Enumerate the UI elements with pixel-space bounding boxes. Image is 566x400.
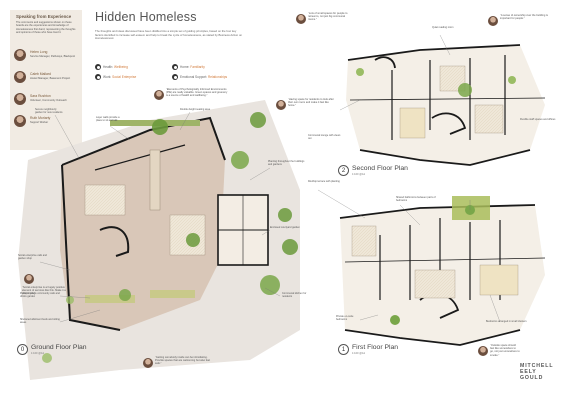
avatar [24, 274, 34, 284]
plan-number-badge: 1 [338, 344, 349, 355]
briefcase-icon [95, 74, 101, 80]
plan-title: First Floor Plan [352, 344, 399, 351]
theme-key: Emotional Support: [180, 75, 208, 79]
experience-description: The comments and suggestions shown on th… [16, 21, 76, 34]
quote: “Outside space should feel like somewher… [490, 344, 520, 357]
second-floor-plan [346, 44, 546, 166]
person-name: Ruth Moriarty [30, 116, 51, 120]
theme-health: Health: Wellbeing [95, 64, 128, 70]
avatar [14, 49, 26, 61]
theme-value: Familiarity [190, 65, 205, 69]
plan-scale: 1:100 @A1 [352, 352, 366, 355]
annotation: Enclosed courtyard garden [270, 226, 300, 229]
avatar [143, 358, 153, 368]
quote: “Elements of Psychologically Informed En… [166, 88, 228, 98]
quote: “Lots of small spaces for people to retr… [308, 12, 348, 22]
person-role: Support Worker [30, 120, 49, 124]
plan-number-badge: 2 [338, 165, 349, 176]
theme-key: Work: [103, 75, 112, 79]
person-role: Volunteer, Community Outreach [30, 98, 67, 102]
experience-panel: Speaking from Experience The comments an… [10, 10, 82, 150]
person-name: Sara Rushton [30, 94, 51, 98]
plan-scale: 1:100 @A1 [352, 173, 366, 176]
person-card: Sara Rushton Volunteer, Community Outrea… [14, 92, 80, 110]
person-card: Caleb Mallard Hostel Manager, Basement P… [14, 70, 80, 88]
annotation: Quiet reading room [432, 26, 454, 29]
annotation: Communal kitchen for residents [282, 292, 307, 299]
annotation: Flexible staff spaces and offices [520, 118, 556, 121]
experience-title: Speaking from Experience [16, 14, 72, 19]
intro-text: The thoughts and ideas discussed have be… [95, 29, 243, 41]
logo-line: GOULD [520, 375, 544, 381]
theme-value: Relationships [208, 75, 228, 79]
quote: “A sense of ownership over the building … [500, 14, 548, 21]
people-icon [172, 74, 178, 80]
annotation: Shared bathrooms between pairs of bedroo… [396, 196, 436, 203]
plan-title: Ground Floor Plan [31, 344, 87, 351]
plan-number-badge: 0 [17, 344, 28, 355]
theme-emotional-support: Emotional Support: Relationships [172, 74, 227, 80]
person-name: Caleb Mallard [30, 72, 51, 76]
annotation: Sheltered allotment beds and sitting are… [20, 318, 60, 325]
annotation: Double-height seating area [180, 108, 211, 111]
quote: “Getting somebody inside can be intimida… [155, 356, 210, 366]
annotation: Public frontage community café and drink… [20, 292, 60, 299]
house-icon [172, 64, 178, 70]
avatar [488, 16, 498, 26]
plan-scale: 1:100 @A1 [31, 352, 45, 355]
first-floor-plan [339, 196, 546, 346]
theme-value: Wellbeing [114, 65, 128, 69]
annotation: Social enterprise café and garden shop [18, 254, 47, 261]
logo-line: EELY [520, 369, 537, 375]
annotation: Communal lounge with views out [308, 134, 341, 141]
person-role: Service Manager, Pathways, Blackpool [30, 54, 75, 58]
person-card: Ruth Moriarty Support Worker [14, 114, 80, 132]
person-name: Helen Long [30, 50, 48, 54]
annotation: Planting throughout the buildings and ga… [268, 160, 305, 167]
theme-key: Home: [180, 65, 190, 69]
annotation: Secure neighbourly garden for new reside… [35, 108, 63, 115]
logo-line: MITCHELL [520, 363, 554, 369]
quote: “Having space for residents to look afte… [288, 98, 334, 108]
theme-work: Work: Social Enterprise [95, 74, 136, 80]
avatar [296, 14, 306, 24]
theme-home: Home: Familiarity [172, 64, 205, 70]
person-card: Helen Long Service Manager, Pathways, Bl… [14, 48, 80, 66]
theme-key: Health: [103, 65, 114, 69]
theme-value: Social Enterprise [112, 75, 137, 79]
annotation: Private en-suite bedrooms [336, 315, 354, 322]
company-logo: MITCHELL EELY GOULD [520, 363, 558, 381]
ground-floor-plan [18, 100, 300, 380]
heart-icon [95, 64, 101, 70]
avatar [14, 71, 26, 83]
annotation: Rooftop terrace with planting [308, 180, 340, 183]
avatar [154, 90, 164, 100]
avatar [276, 100, 286, 110]
avatar [14, 115, 26, 127]
annotation: Layer walls provide a place to sit and t… [96, 116, 120, 123]
plan-title: Second Floor Plan [352, 165, 408, 172]
annotation: Bedrooms arranged in small clusters [486, 320, 527, 323]
leader-lines [39, 34, 501, 323]
quote: “Social enterprise is a hugely positive … [22, 286, 66, 296]
person-role: Hostel Manager, Basement Project [30, 76, 71, 80]
avatar [478, 346, 488, 356]
page-title: Hidden Homeless [95, 10, 197, 24]
avatar [14, 93, 26, 105]
